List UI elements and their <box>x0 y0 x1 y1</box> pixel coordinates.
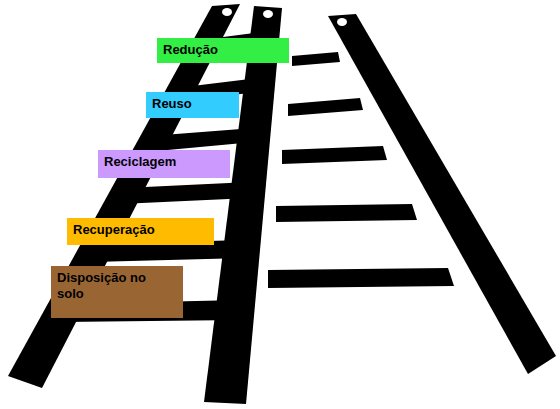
box-label: Reciclagem <box>104 154 224 170</box>
ladder-rail <box>204 6 282 404</box>
label-box: Recuperação <box>67 218 214 245</box>
box-label: Disposição no solo <box>57 270 161 302</box>
rail-hole <box>337 18 347 26</box>
rail-hole <box>222 8 232 16</box>
box-label: Recuperação <box>73 222 208 238</box>
box-label: Redução <box>163 42 283 58</box>
rail-hole <box>263 10 273 18</box>
ladder-leg <box>328 14 556 374</box>
label-box: Reciclagem <box>98 150 230 178</box>
label-box: Disposição no solo <box>51 266 183 318</box>
label-box: Redução <box>157 38 289 63</box>
label-box: Reuso <box>146 92 239 118</box>
box-label: Reuso <box>152 96 233 112</box>
